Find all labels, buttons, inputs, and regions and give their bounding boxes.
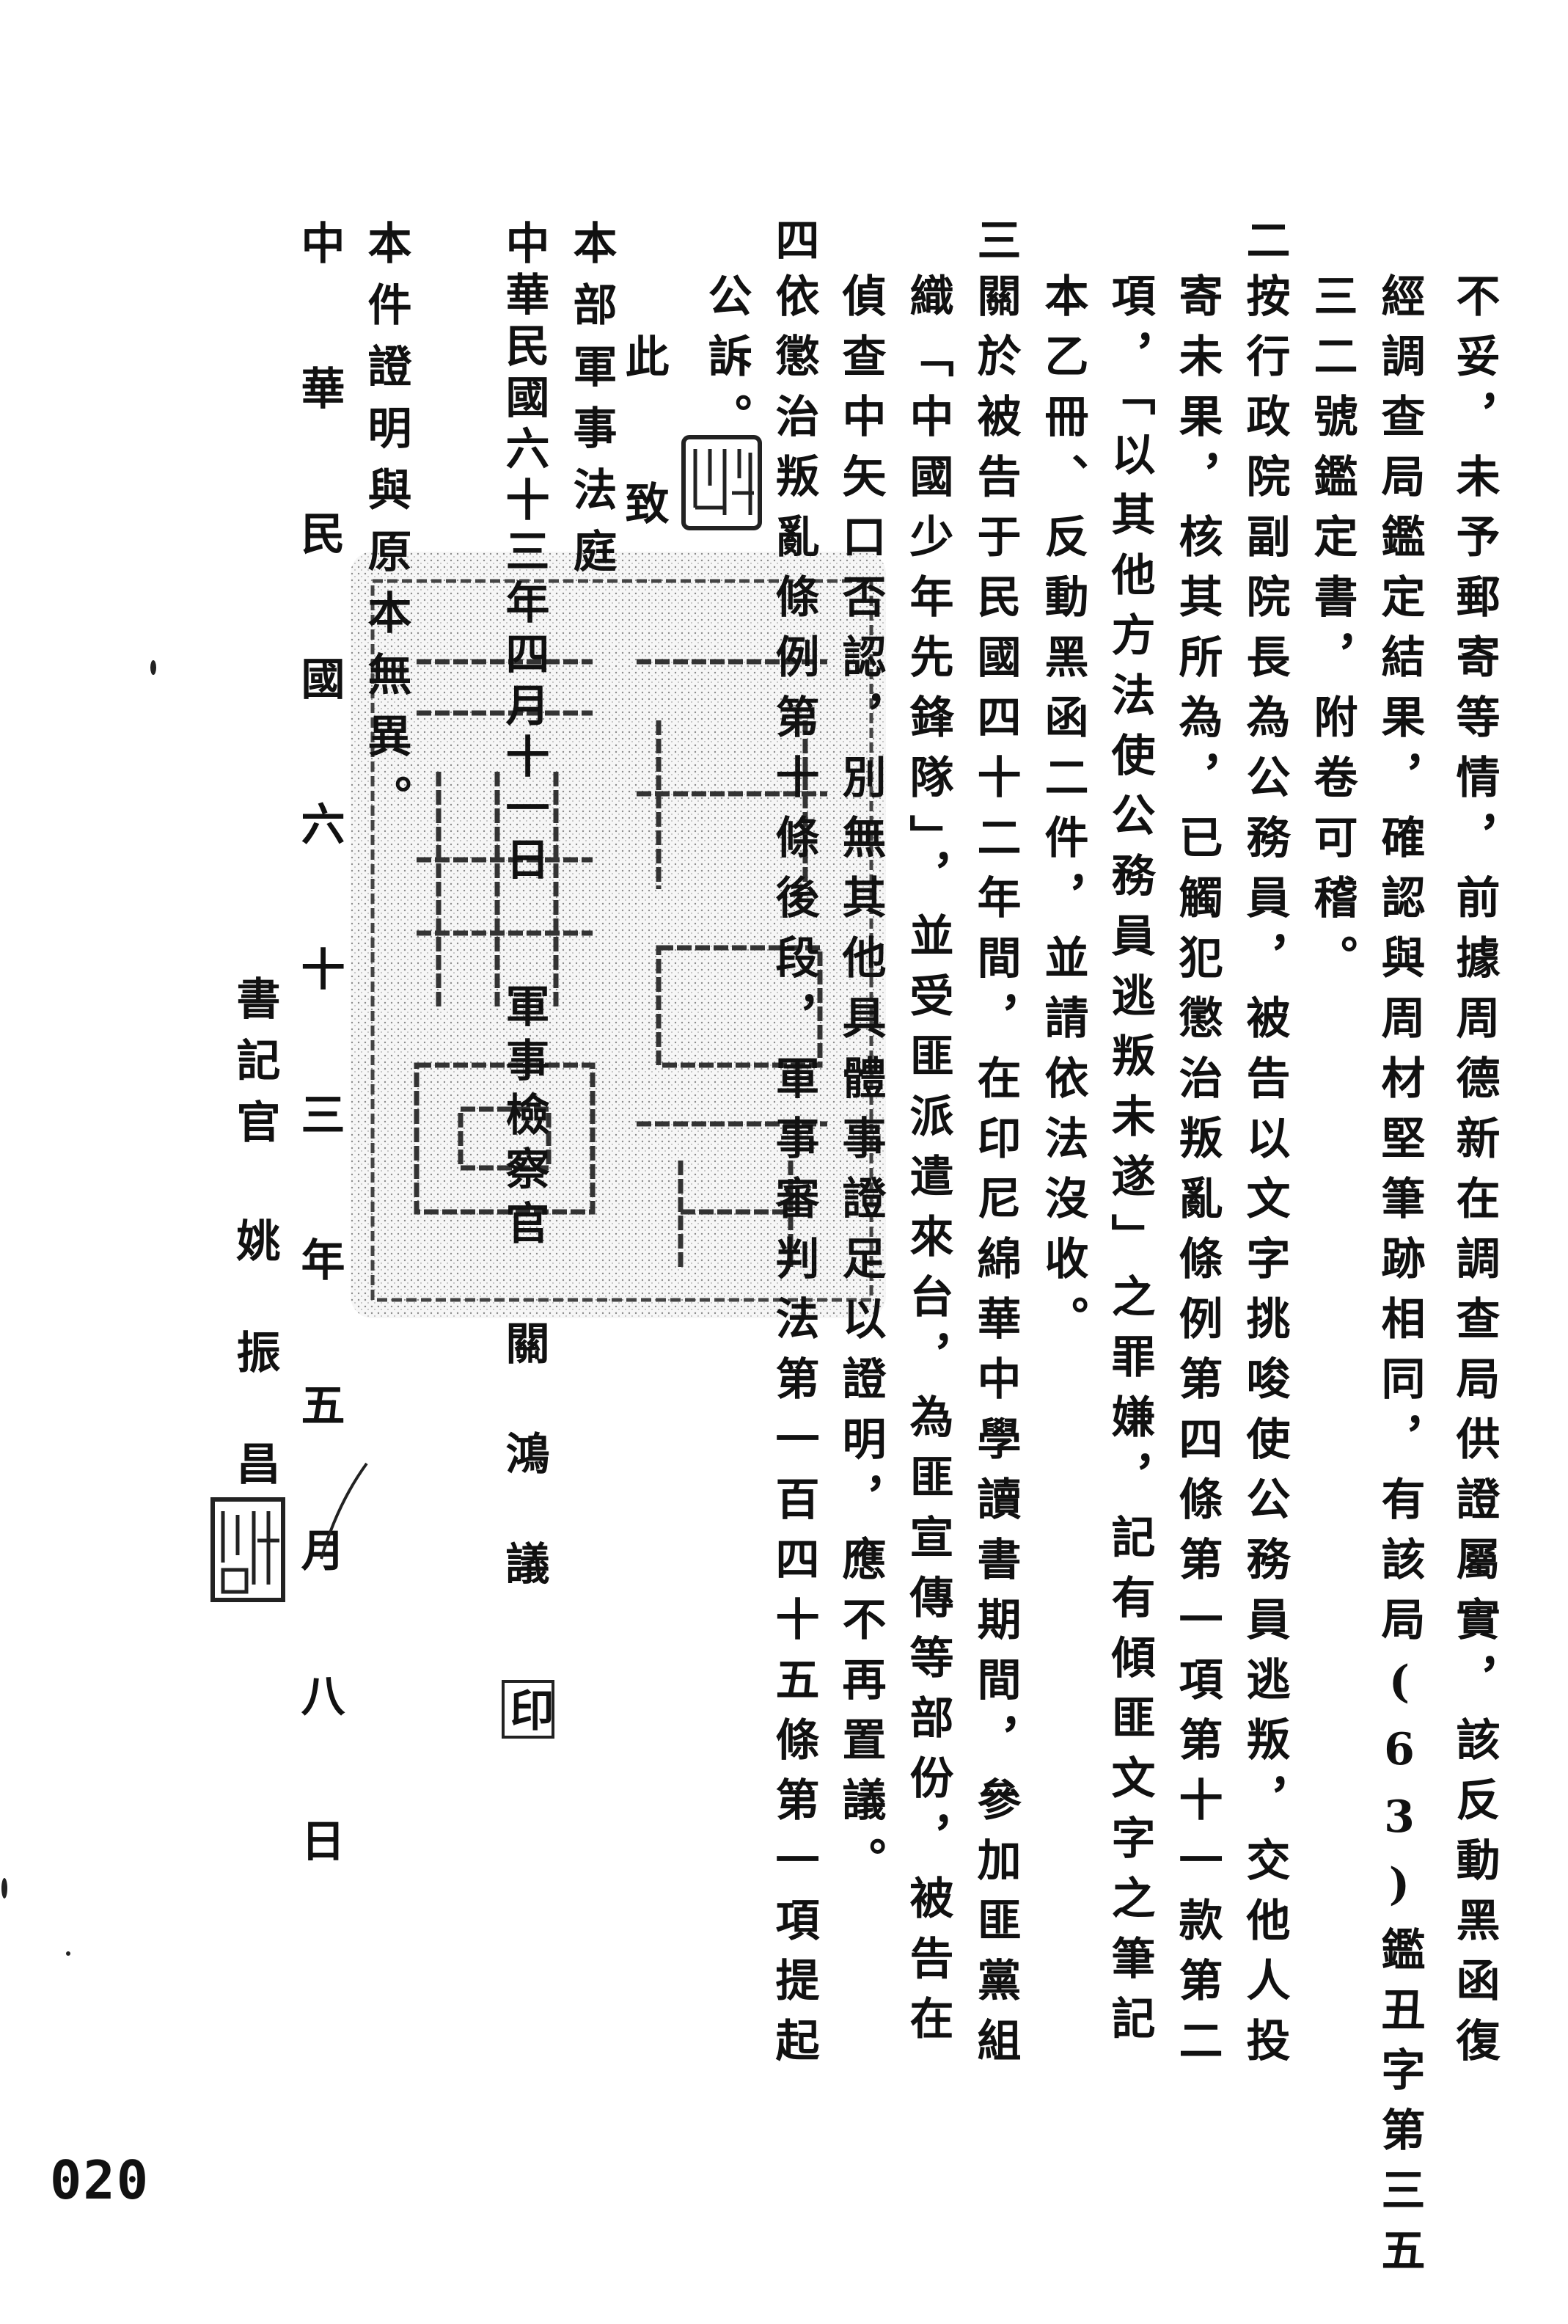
prosecutor-title: 軍事檢察官 (498, 983, 549, 1254)
official-seal-large (351, 552, 886, 1318)
seal-stamp-small (681, 435, 762, 530)
text-column: 不妥，未予郵寄等情，前據周德新在調查局供證屬實，該反動黑函復 (1448, 273, 1500, 2078)
pen-mark (320, 1462, 368, 1560)
text-column: 公訴。 (700, 273, 752, 453)
prosecutor-name: 關鴻議 (498, 1320, 549, 1651)
item-number: 二 (1239, 217, 1290, 261)
scan-speck (1, 1878, 7, 1899)
certification-date: 中華民國六十三年五月八日 (293, 220, 345, 1963)
scan-speck (66, 1951, 70, 1956)
addressee: 本部軍事法庭 (565, 220, 617, 590)
text-column: 關於被告于民國四十二年間，在印尼綿華中學讀書期間，參加匪黨組 (970, 273, 1021, 2078)
clerk-name: 姚振昌 (229, 1218, 280, 1552)
text-column: 本乙冊、反動黑函二件，並請依法沒收。 (1037, 273, 1088, 1356)
text-column: 依懲治叛亂條例第十條後段，軍事審判法第一百四十五條第一項提起 (768, 273, 819, 2078)
scan-speck (150, 660, 156, 675)
issue-date: 中華民國六十三年四月十一日 (498, 220, 549, 888)
text-column: 經調查局鑑定結果，確認與周材堅筆跡相同，有該局(63)鑑丑字第三五 (1374, 273, 1425, 2287)
closing-salutation: 此 致 (618, 334, 669, 554)
clerk-seal-stamp (210, 1497, 285, 1602)
item-number: 三 (970, 217, 1021, 261)
text-column: 織「中國少年先鋒隊」，並受匪派遣來台，為匪宣傳等部份，被告在 (902, 273, 953, 2056)
item-number: 四 (768, 217, 819, 261)
text-column: 偵查中矢口否認，別無其他具體事證足以證明，應不再置議。 (835, 273, 886, 1897)
page-number: 020 (50, 2149, 150, 2211)
text-column: 寄未果，核其所為，已觸犯懲治叛亂條例第四條第一項第十一款第二 (1171, 273, 1223, 2078)
text-column: 按行政院副院長為公務員，被告以文字挑唆使公務員逃叛，交他人投 (1239, 273, 1290, 2078)
certification-text: 本件證明與原本無異。 (360, 220, 411, 836)
text-column: 項，「以其他方法使公務員逃叛未遂」之罪嫌，記有傾匪文字之筆記 (1104, 273, 1155, 2056)
text-column: 三二號鑑定書，附卷可稽。 (1306, 273, 1358, 995)
seal-mark: 印 (502, 1680, 554, 1739)
clerk-title: 書記官 (229, 976, 280, 1161)
